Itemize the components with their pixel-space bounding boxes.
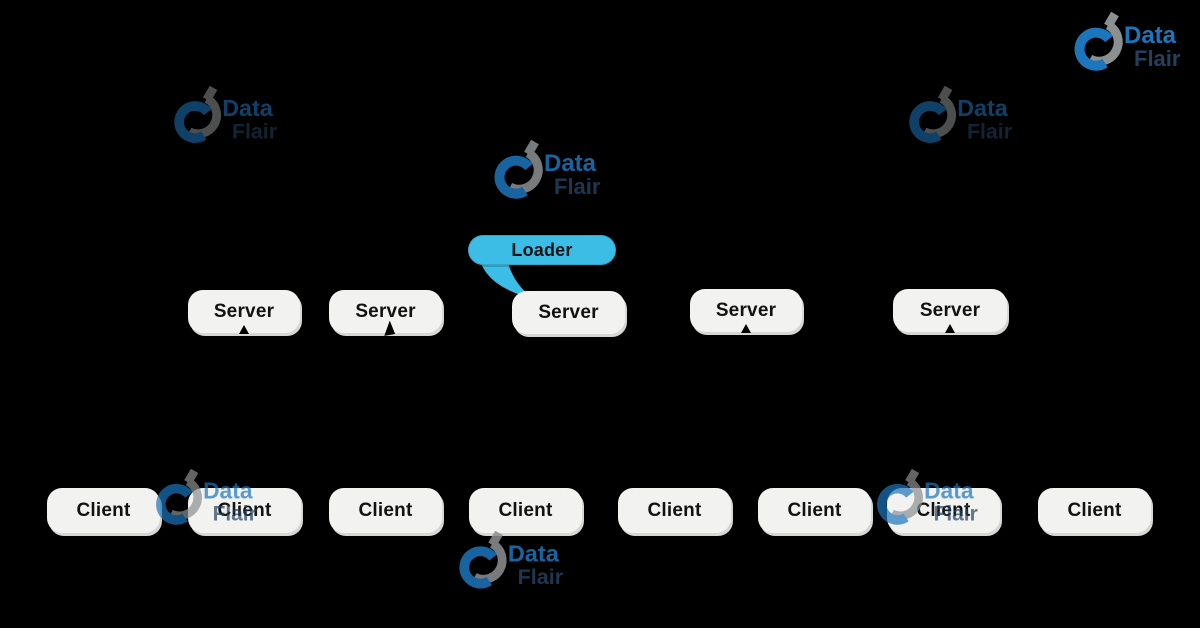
logo-text-flair: Flair [554,174,601,199]
logo-text-flair: Flair [934,502,978,525]
client-node: Client [469,488,582,533]
dataflair-logo-icon [1074,11,1123,71]
client-label: Client [1067,499,1122,521]
logo-text-data: Data [957,95,1008,121]
server-label: Server [538,301,599,323]
speech-tail-icon [741,324,751,333]
logo-text-flair: Flair [232,119,277,143]
speech-tail-icon [381,320,395,336]
server-node: Server [188,290,300,334]
dataflair-logo: Data Flair [459,530,564,589]
client-label: Client [647,499,702,521]
server-label: Server [213,300,275,322]
logo-text-data: Data [508,540,560,566]
logo-clients-left: Data Flair [148,468,262,526]
server-node: Server [329,290,442,336]
client-node: Client [47,488,160,533]
loader-node: Loader [468,235,616,265]
logo-text-flair: Flair [967,119,1012,143]
logo-bottom-center: Data Flair [451,530,569,590]
client-node: Client [758,488,871,533]
logo-text-data: Data [203,477,253,503]
client-label: Client [787,499,842,521]
logo-text-data: Data [222,95,273,121]
dataflair-logo-icon [156,468,202,525]
dataflair-logo-icon [459,530,507,589]
client-label: Client [916,499,971,521]
client-node: Client [618,488,731,533]
client-label: Client [358,499,413,521]
dataflair-logo-icon [909,85,957,143]
logo-top-right: Data Flair [1066,11,1186,72]
logo-text-flair: Flair [1134,46,1181,71]
server-label: Server [355,300,416,322]
dataflair-logo: Data Flair [909,85,1012,143]
server-label: Server [919,299,981,321]
dataflair-logo: Data Flair [877,468,978,525]
logo-text-flair: Flair [518,564,564,589]
speech-tail-icon [239,325,249,334]
logo-center: Data Flair [486,139,606,200]
client-label: Client [498,499,553,521]
client-node: Client [329,488,442,533]
dataflair-logo-icon [877,468,923,525]
dataflair-logo: Data Flair [1074,11,1181,71]
logo-text-data: Data [544,150,597,177]
dataflair-logo: Data Flair [156,468,257,525]
client-label: Client [76,499,131,521]
logo-text-data: Data [924,477,974,503]
speech-tail-icon [945,324,955,333]
server-node: Server [512,291,625,334]
client-label: Client [217,499,272,521]
logo-upper-right: Data Flair [901,85,1017,144]
server-label: Server [715,299,777,321]
dataflair-logo-icon [174,85,222,143]
dataflair-logo: Data Flair [174,85,277,143]
dataflair-logo: Data Flair [494,139,601,199]
loader-tail-icon [479,257,533,299]
dataflair-logo-icon [494,139,543,199]
client-node: Client [188,488,301,533]
logo-clients-right: Data Flair [869,468,983,526]
logo-text-flair: Flair [213,502,257,525]
server-node: Server [893,289,1007,333]
server-node: Server [690,289,802,333]
loader-label: Loader [511,239,573,260]
logo-text-data: Data [1124,22,1177,49]
client-node: Client [1038,488,1151,533]
logo-upper-left: Data Flair [166,85,282,144]
